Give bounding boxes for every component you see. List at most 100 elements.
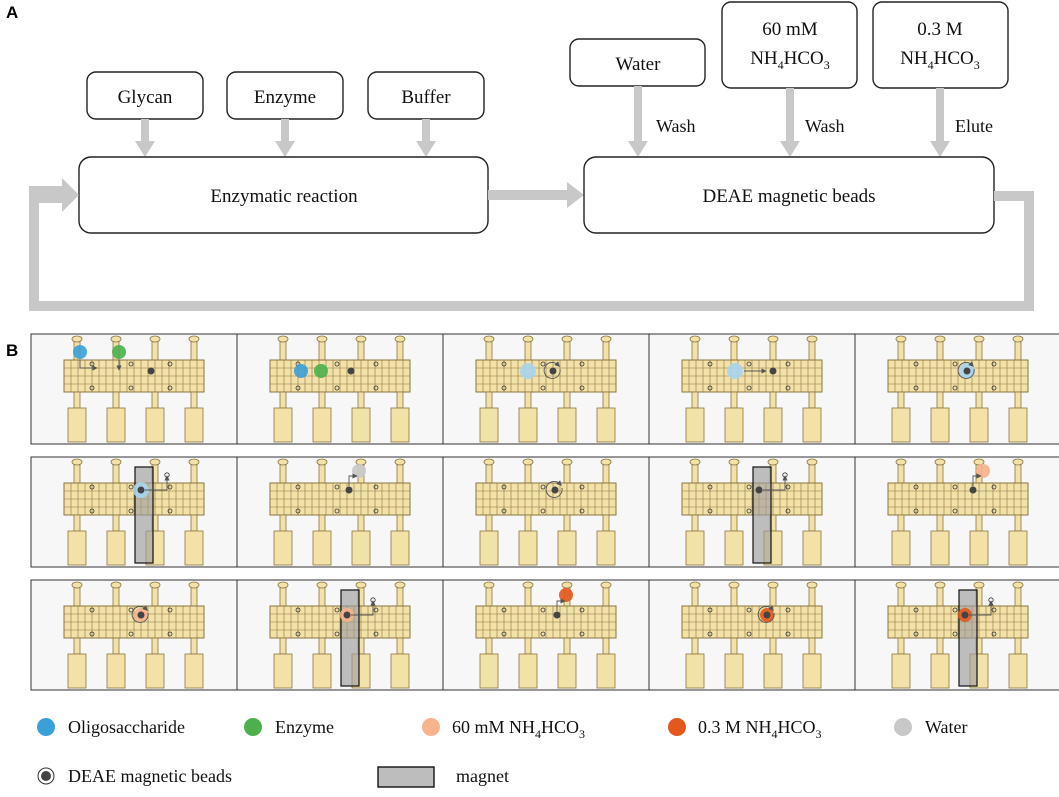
mix-arrow <box>957 361 975 379</box>
magnet <box>958 589 978 687</box>
legend-item-magnet: magnet <box>377 766 509 788</box>
enzyme-label: Enzyme <box>254 87 316 108</box>
nh60-line1: 60 mM <box>762 19 818 40</box>
legend-item-enzyme: Enzyme <box>244 717 334 737</box>
input-arrows <box>135 119 436 157</box>
legend-swatch-oligosaccharide <box>37 718 55 736</box>
chip-frame-5 <box>854 333 1059 445</box>
magnetic-bead <box>963 367 971 375</box>
chip-frame-9 <box>648 456 856 568</box>
outlet-hole <box>988 597 994 603</box>
buffer-arrow <box>416 119 436 157</box>
droplet-enzyme <box>314 364 328 378</box>
chip-frame-10 <box>854 456 1059 568</box>
mix-arrow <box>757 605 775 623</box>
chip-frame-12 <box>236 579 444 691</box>
legend-label-magnet: magnet <box>456 766 509 786</box>
magnetic-bead <box>553 611 561 619</box>
flow-arrow <box>763 475 788 491</box>
chip-frames <box>30 333 1059 691</box>
droplet-oligo_light <box>520 363 536 379</box>
flow-arrow <box>969 600 994 616</box>
magnet <box>752 466 772 564</box>
chip-frame-8 <box>442 456 650 568</box>
outlet-hole <box>164 472 170 478</box>
deae-beads-label: DEAE magnetic beads <box>702 186 875 207</box>
legend-item-nh60: 60 mM NH4HCO3 <box>422 717 585 741</box>
wash-label-2: Wash <box>805 116 845 136</box>
magnet <box>340 589 360 687</box>
chip-frame-11 <box>30 579 238 691</box>
legend-swatch-enzyme <box>244 718 262 736</box>
chip-frame-2 <box>236 333 444 445</box>
enzymatic-reaction-box: Enzymatic reaction <box>78 156 489 234</box>
droplet-oligo_light <box>727 363 743 379</box>
buffer-box: Buffer <box>367 71 485 120</box>
flow-arrow <box>972 473 982 486</box>
legend-label-nh03: 0.3 M NH4HCO3 <box>698 717 822 741</box>
nh4hco3-03m-box: 0.3 M NH4HCO3 <box>872 1 1009 89</box>
legend-item-water: Water <box>894 717 968 737</box>
deae-beads-box: DEAE magnetic beads <box>583 156 995 234</box>
water-box: Water <box>569 38 706 87</box>
magnetic-bead <box>755 486 763 494</box>
magnetic-bead <box>763 611 771 619</box>
enzymatic-reaction-label: Enzymatic reaction <box>210 186 358 207</box>
legend-label-oligosaccharide: Oligosaccharide <box>68 717 185 737</box>
magnetic-bead <box>137 486 145 494</box>
legend-swatch-water <box>894 718 912 736</box>
chip-frame-7 <box>236 456 444 568</box>
flow-arrow <box>348 473 358 486</box>
legend-item-beads: DEAE magnetic beads <box>37 766 232 786</box>
panel-b-label: B <box>6 341 18 360</box>
enzyme-arrow <box>275 119 295 157</box>
chip-frame-4 <box>648 333 856 445</box>
flow-arrow <box>351 600 376 616</box>
chip-frame-15 <box>854 579 1059 691</box>
magnet <box>134 466 154 564</box>
magnetic-bead <box>343 611 351 619</box>
droplet-oligo <box>73 345 87 359</box>
outlet-hole <box>370 597 376 603</box>
elute-label: Elute <box>955 116 993 136</box>
glycan-box: Glycan <box>86 71 204 120</box>
flow-arrow <box>79 360 98 371</box>
nh03-formula: NH4HCO3 <box>900 48 980 72</box>
flow-arrow <box>145 475 170 491</box>
magnetic-bead <box>549 367 557 375</box>
nh03-arrow <box>930 88 950 157</box>
reagent-arrows <box>628 86 950 157</box>
droplet-nh03 <box>559 588 573 602</box>
reaction-to-beads-arrow <box>488 182 584 208</box>
mix-arrow <box>131 605 149 623</box>
legend-swatch-beads <box>41 771 51 781</box>
outlet-hole <box>782 472 788 478</box>
legend: Oligosaccharide Enzyme 60 mM NH4HCO3 0.3… <box>37 717 968 788</box>
water-label: Water <box>616 54 662 75</box>
wash-label-1: Wash <box>656 116 696 136</box>
glycan-arrow <box>135 119 155 157</box>
legend-item-nh03: 0.3 M NH4HCO3 <box>668 717 822 741</box>
magnetic-bead <box>969 486 977 494</box>
chip-frame-6 <box>30 456 238 568</box>
chip-frame-1 <box>30 333 238 445</box>
mix-arrow <box>543 361 561 379</box>
panel-a-label: A <box>6 3 18 22</box>
magnetic-bead <box>147 367 155 375</box>
legend-label-nh60: 60 mM NH4HCO3 <box>452 717 585 741</box>
legend-swatch-magnet <box>377 766 435 788</box>
legend-swatch-nh03 <box>668 718 686 736</box>
magnetic-bead <box>347 367 355 375</box>
legend-label-beads: DEAE magnetic beads <box>68 766 232 786</box>
legend-label-enzyme: Enzyme <box>275 717 334 737</box>
mix-arrow <box>545 480 563 498</box>
legend-swatch-nh60 <box>422 718 440 736</box>
droplet-enzyme <box>112 345 126 359</box>
chip-frame-14 <box>648 579 856 691</box>
magnetic-bead <box>345 486 353 494</box>
nh60-arrow <box>780 88 800 157</box>
chip-frame-3 <box>442 333 650 445</box>
flow-arrow <box>556 598 566 611</box>
enzyme-box: Enzyme <box>226 71 344 120</box>
